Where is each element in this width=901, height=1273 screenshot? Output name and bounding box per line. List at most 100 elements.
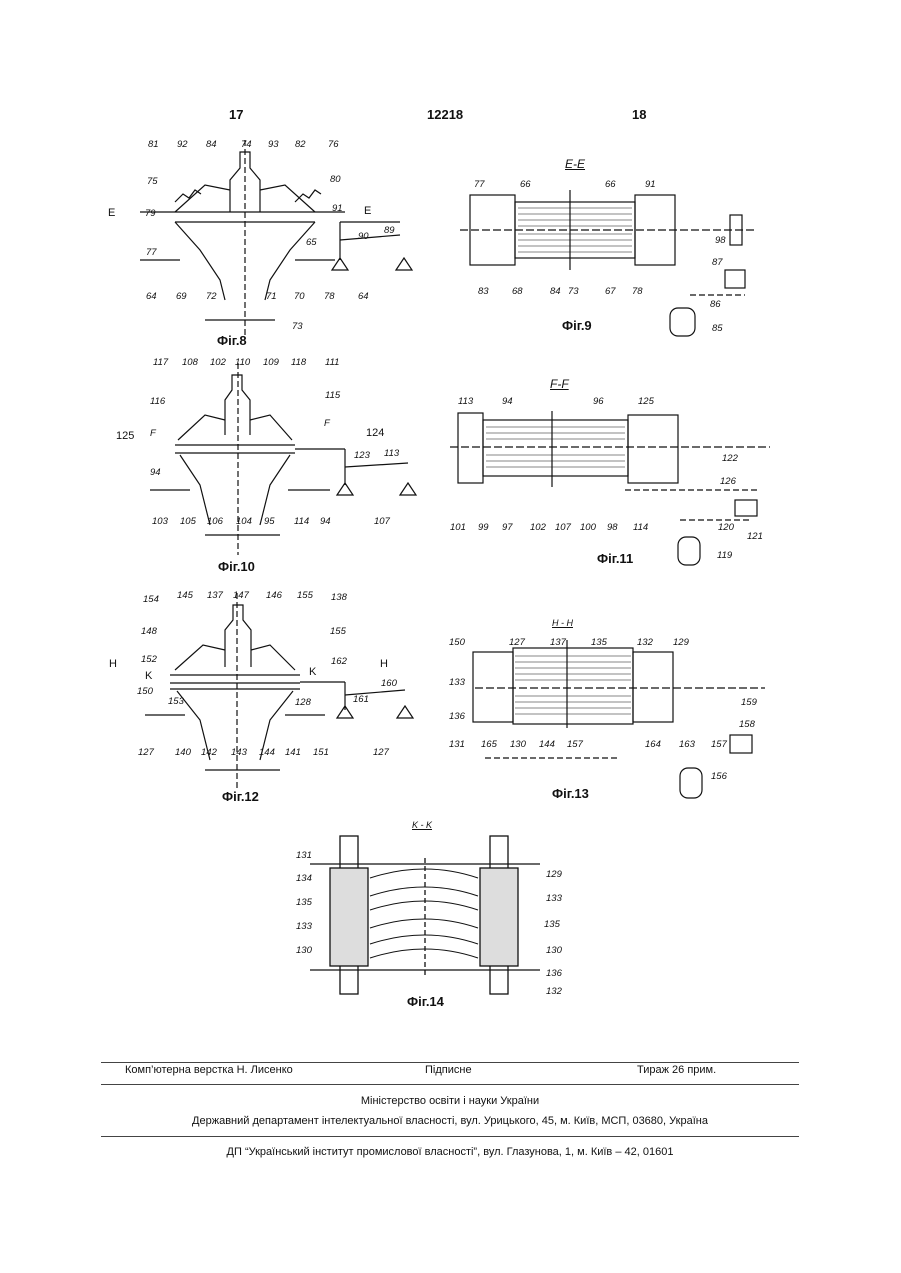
label: 68 bbox=[512, 287, 523, 297]
label: 165 bbox=[481, 740, 497, 750]
label: 66 bbox=[605, 180, 616, 190]
label: 116 bbox=[150, 397, 165, 407]
label: 131 bbox=[296, 851, 312, 861]
label: 133 bbox=[449, 678, 465, 688]
label: 74 bbox=[241, 140, 252, 150]
label: 142 bbox=[201, 748, 217, 758]
figure-8: 81 92 84 74 93 82 76 75 80 79 91 E E 65 … bbox=[100, 130, 430, 350]
section-mark: E bbox=[364, 206, 371, 217]
figure-9: E-E 77 66 66 91 98 87 83 68 84 73 67 78 … bbox=[460, 150, 760, 340]
label: 85 bbox=[712, 324, 723, 334]
label: 87 bbox=[712, 258, 723, 268]
label: 91 bbox=[645, 180, 656, 190]
label: 127 bbox=[138, 748, 154, 758]
label: 127 bbox=[373, 748, 389, 758]
label: 108 bbox=[182, 358, 198, 368]
figure-14-caption: Фіг.14 bbox=[407, 994, 444, 1009]
institute-address: ДП “Український інститут промислової вла… bbox=[101, 1146, 799, 1158]
label: 128 bbox=[295, 698, 311, 708]
label: 117 bbox=[153, 358, 168, 368]
label: 146 bbox=[266, 591, 282, 601]
label: 125 bbox=[638, 397, 654, 407]
figure-12: 154 145 137 147 146 155 138 148 155 H 15… bbox=[105, 585, 435, 810]
label: 156 bbox=[711, 772, 727, 782]
label: 98 bbox=[715, 236, 726, 246]
label: 141 bbox=[285, 748, 301, 758]
section-title: E-E bbox=[565, 157, 585, 171]
figure-11-drawing bbox=[450, 375, 780, 575]
label: 132 bbox=[637, 638, 653, 648]
label: 140 bbox=[175, 748, 191, 758]
label: 110 bbox=[235, 358, 250, 368]
label: 89 bbox=[384, 226, 395, 236]
section-mark: H bbox=[380, 659, 388, 670]
footer-rule-bottom bbox=[101, 1136, 799, 1137]
label: 103 bbox=[152, 517, 168, 527]
label: 79 bbox=[145, 209, 156, 219]
label: 133 bbox=[296, 922, 312, 932]
label: F bbox=[324, 419, 330, 429]
label: 151 bbox=[313, 748, 329, 758]
signed-label: Підписне bbox=[425, 1064, 472, 1076]
label: 64 bbox=[358, 292, 369, 302]
label: 77 bbox=[474, 180, 485, 190]
section-mark: K bbox=[145, 671, 152, 682]
label: 147 bbox=[233, 591, 249, 601]
label: 66 bbox=[520, 180, 531, 190]
label: 77 bbox=[146, 248, 157, 258]
label: 134 bbox=[296, 874, 312, 884]
label: 145 bbox=[177, 591, 193, 601]
label: 150 bbox=[137, 687, 153, 697]
label: 115 bbox=[325, 391, 340, 401]
label: 71 bbox=[266, 292, 277, 302]
label: 78 bbox=[324, 292, 335, 302]
label: 150 bbox=[449, 638, 465, 648]
document-number: 12218 bbox=[427, 107, 463, 122]
label: 73 bbox=[292, 322, 303, 332]
ministry-name: Міністерство освіти і науки України bbox=[101, 1095, 799, 1107]
label: 162 bbox=[331, 657, 347, 667]
figure-10: 117 108 102 110 109 118 111 116 115 F 12… bbox=[110, 355, 430, 575]
label: 121 bbox=[747, 532, 763, 542]
label: 102 bbox=[530, 523, 546, 533]
label: 99 bbox=[478, 523, 489, 533]
label: 158 bbox=[739, 720, 755, 730]
label: 98 bbox=[607, 523, 618, 533]
section-mark: 124 bbox=[366, 428, 384, 439]
label: 129 bbox=[546, 870, 562, 880]
label: 105 bbox=[180, 517, 196, 527]
label: 94 bbox=[320, 517, 331, 527]
circulation: Тираж 26 прим. bbox=[637, 1064, 716, 1076]
label: 95 bbox=[264, 517, 275, 527]
figure-8-caption: Фіг.8 bbox=[217, 333, 247, 348]
section-mark: 125 bbox=[116, 431, 134, 442]
label: 136 bbox=[546, 969, 562, 979]
label: 152 bbox=[141, 655, 157, 665]
label: 138 bbox=[331, 593, 347, 603]
label: 113 bbox=[384, 449, 399, 459]
label: 114 bbox=[294, 517, 309, 527]
label: 65 bbox=[306, 238, 317, 248]
figure-11: F-F 113 94 96 125 122 126 101 99 97 102 … bbox=[450, 375, 780, 575]
label: 143 bbox=[231, 748, 247, 758]
label: 136 bbox=[449, 712, 465, 722]
label: 135 bbox=[591, 638, 607, 648]
footer-rule-top bbox=[101, 1062, 799, 1063]
label: 67 bbox=[605, 287, 616, 297]
section-mark: H bbox=[109, 659, 117, 670]
label: 107 bbox=[374, 517, 390, 527]
label: 161 bbox=[353, 695, 369, 705]
figure-14: K - K 131 134 135 133 130 129 133 135 13… bbox=[290, 818, 580, 1013]
section-title: K - K bbox=[412, 820, 432, 830]
section-title: F-F bbox=[550, 377, 569, 391]
label: 84 bbox=[206, 140, 217, 150]
label: 73 bbox=[568, 287, 579, 297]
label: 86 bbox=[710, 300, 721, 310]
section-title: H - H bbox=[552, 618, 573, 628]
label: 84 bbox=[550, 287, 561, 297]
label: 157 bbox=[567, 740, 583, 750]
label: 80 bbox=[330, 175, 341, 185]
page-number-left: 17 bbox=[229, 107, 243, 122]
label: 81 bbox=[148, 140, 159, 150]
label: 127 bbox=[509, 638, 525, 648]
